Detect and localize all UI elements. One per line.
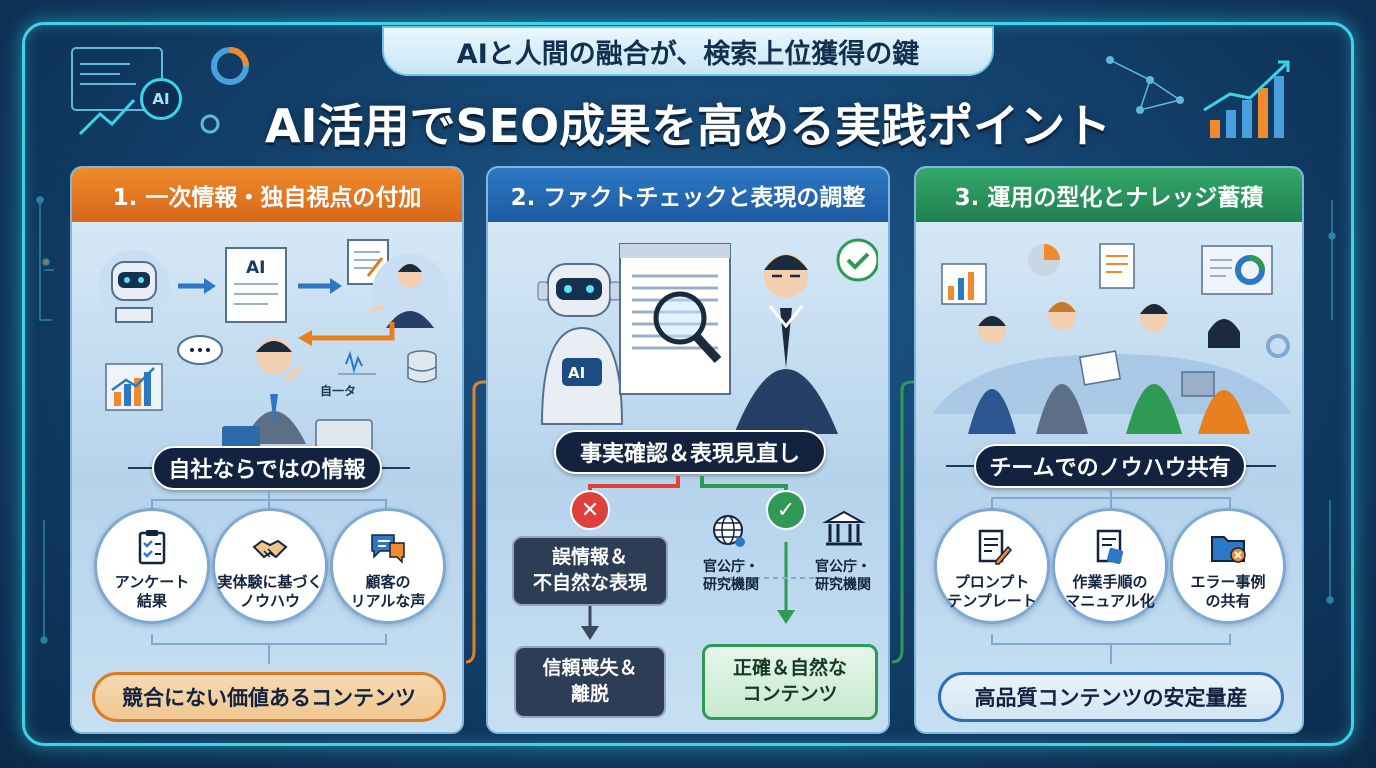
connector-lines-3 [946, 465, 1276, 467]
unique-value-result: 競合にない価値あるコンテンツ [92, 672, 446, 722]
folder-error-icon [1211, 536, 1246, 563]
accurate-content-box: 正確＆自然な コンテンツ [702, 644, 878, 720]
robot-ai-label: AI [568, 364, 586, 382]
source-1-text: 官公庁・ 研究機関 [703, 559, 759, 594]
trust-loss-text: 信頼喪失＆ 離脱 [542, 657, 638, 705]
globe-icon [713, 515, 745, 547]
team-collaboration-illustration [932, 243, 1292, 434]
doc-ai-label: AI [246, 258, 266, 278]
outer-frame [22, 22, 1354, 746]
ai-badge-icon: AI [140, 78, 182, 120]
prompt-template-text: プロンプト テンプレート [947, 573, 1037, 610]
experience-knowhow-text: 実体験に基づく ノウハウ [217, 573, 323, 610]
government-building-icon [822, 510, 866, 546]
customer-voice-text: 顧客の リアルな声 [350, 573, 426, 610]
subtitle-banner: AIと人間の融合が、検索上位獲得の鍵 [382, 26, 994, 76]
network-bar-chart-decoration [1106, 56, 1290, 138]
correct-check-icon: ✓ [766, 490, 806, 530]
error-sharing-text: エラー事例 の共有 [1190, 573, 1266, 610]
survey-results-circle: アンケート 結果 [94, 508, 210, 624]
clipboard-check-icon [138, 530, 166, 565]
panel-3-heading: 3. 運用の型化とナレッジ蓄積 [916, 168, 1302, 222]
manual-circle: 作業手順の マニュアル化 [1052, 508, 1168, 624]
bracket-connector-3 [991, 634, 1231, 664]
panel-operation-knowledge: 3. 運用の型化とナレッジ蓄積 チームでのノウハウ共有 [914, 166, 1304, 734]
misinformation-box: 誤情報＆ 不自然な表現 [512, 536, 668, 606]
prompt-template-circle: プロンプト テンプレート [934, 508, 1050, 624]
panel-primary-info: 1. 一次情報・独自視点の付加 AI [70, 166, 464, 734]
stable-production-result: 高品質コンテンツの安定量産 [938, 672, 1284, 722]
trust-loss-box: 信頼喪失＆ 離脱 [514, 646, 666, 718]
manual-document-icon [1096, 529, 1124, 565]
team-sharing-label: チームでのノウハウ共有 [974, 444, 1246, 488]
fact-check-label: 事実確認＆表現見直し [554, 430, 826, 474]
experience-knowhow-circle: 実体験に基づく ノウハウ [212, 508, 328, 624]
bracket-connector [151, 634, 387, 664]
own-info-label: 自社ならではの情報 [152, 446, 382, 490]
speech-bubbles-icon [371, 534, 405, 564]
misinformation-text: 誤情報＆ 不自然な表現 [532, 546, 647, 594]
survey-results-text: アンケート 結果 [114, 573, 190, 610]
accurate-content-text: 正確＆自然な コンテンツ [732, 657, 847, 705]
panel-fact-check: 2. ファクトチェックと表現の調整 AI 事実確認＆表現見直し [486, 166, 890, 734]
document-edit-icon [978, 529, 1012, 565]
error-x-icon: ✕ [570, 490, 610, 530]
ai-draft-flow-illustration [98, 239, 448, 330]
thinking-businessman-illustration [105, 335, 437, 454]
handshake-icon [252, 539, 288, 559]
error-sharing-circle: エラー事例 の共有 [1170, 508, 1286, 624]
page-title: AI活用でSEO成果を高める実践ポイント [264, 99, 1112, 153]
robot-review-illustration [537, 238, 878, 434]
source-2-text: 官公庁・ 研究機関 [815, 559, 871, 594]
panel-2-heading: 2. ファクトチェックと表現の調整 [488, 168, 888, 222]
panel-1-heading: 1. 一次情報・独自視点の付加 [72, 168, 462, 222]
data-label: 自一タ [320, 384, 357, 398]
feedback-arrow-icon [298, 322, 395, 346]
ai-badge-text: AI [152, 90, 170, 108]
subtitle-text: AIと人間の融合が、検索上位獲得の鍵 [456, 38, 920, 70]
customer-voice-circle: 顧客の リアルな声 [330, 508, 446, 624]
manual-text: 作業手順の マニュアル化 [1065, 573, 1155, 610]
